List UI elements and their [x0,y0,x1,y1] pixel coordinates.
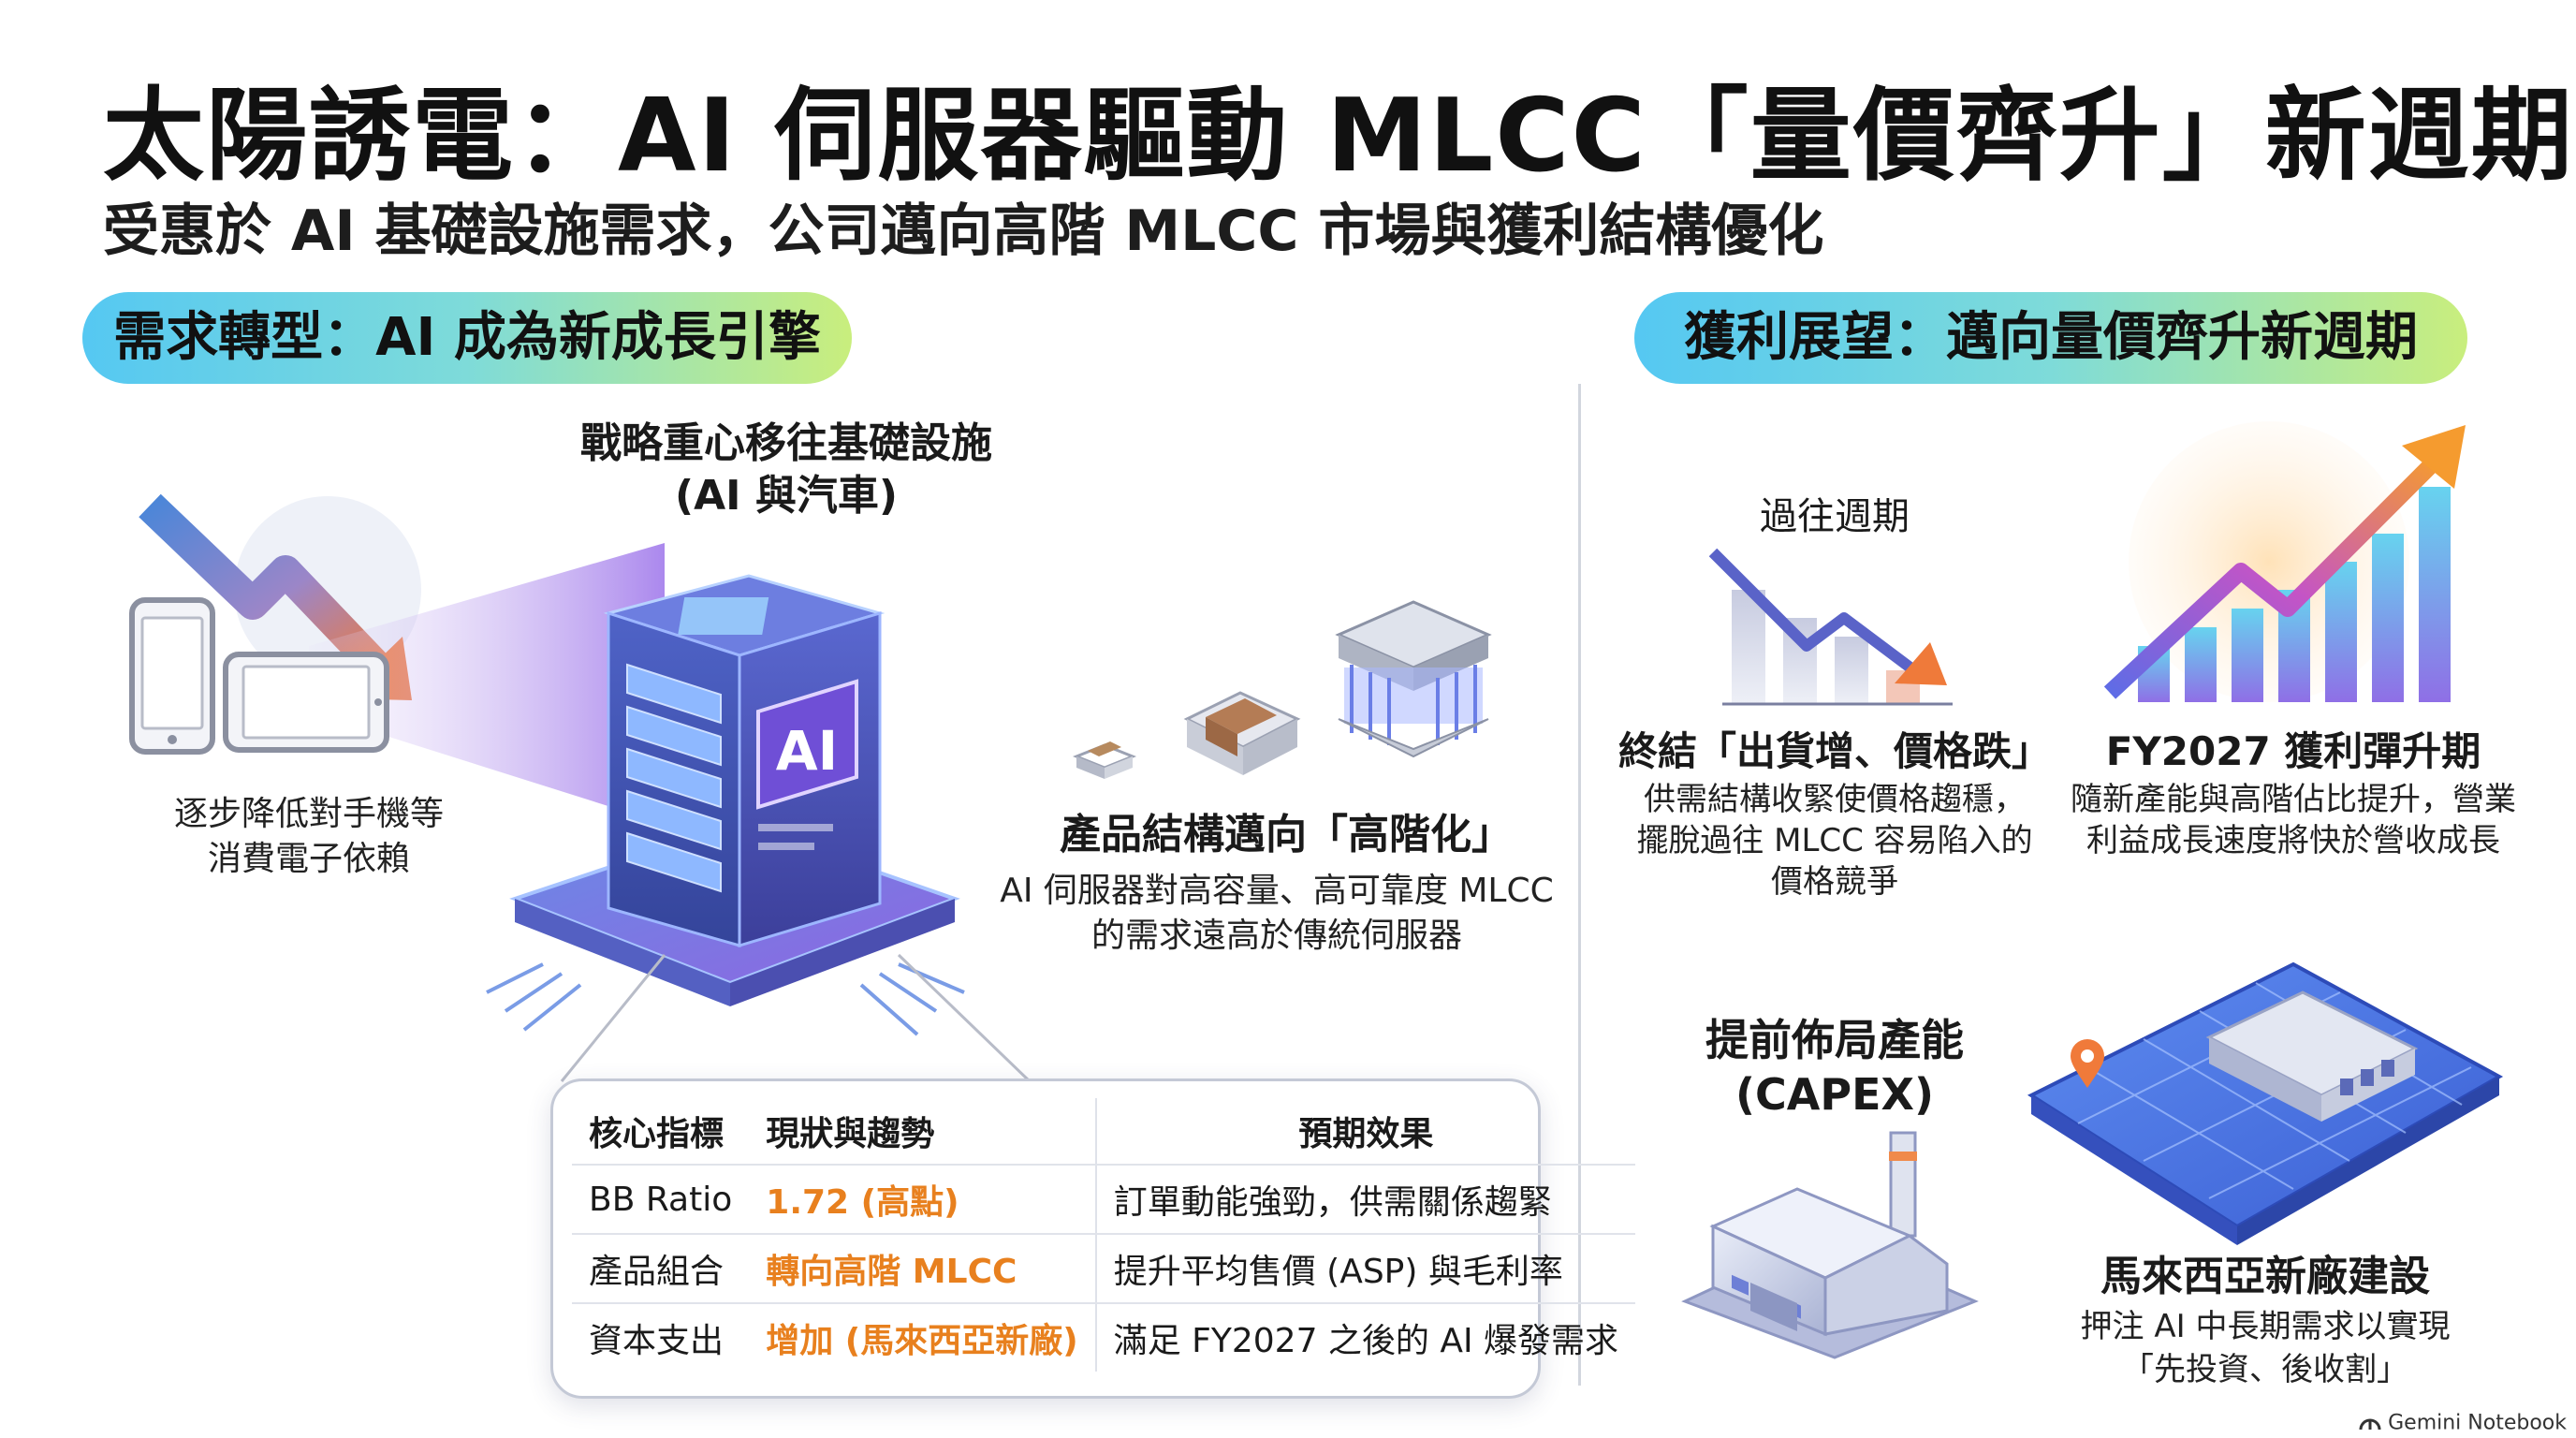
plant-desc-line1: 押注 AI 中長期需求以實現 [2080,1308,2451,1345]
footer-brand: Gemini Notebook [2359,1411,2567,1434]
capex-label-line1: 提前佈局產能 [1705,1015,1964,1065]
plant-desc-line2: 「先投資、後收割」 [2122,1351,2408,1388]
past-cycle-desc-line3: 價格競爭 [1771,863,1898,901]
past-cycle-desc-line2: 擺脫過往 MLCC 容易陷入的 [1636,822,2033,859]
phone-icon [129,597,215,755]
table-header: 核心指標 [572,1098,750,1166]
future-title: FY2027 獲利彈升期 [2105,728,2481,774]
plant-title: 馬來西亞新廠建設 [2100,1253,2430,1300]
strategy-label-line2: (AI 與汽車) [675,472,898,520]
section-header-profit: 獲利展望：邁向量價齊升新週期 [1634,292,2467,384]
table-header: 預期效果 [1095,1098,1636,1166]
declining-chart-icon [1708,548,1953,706]
table-cell-status: 轉向高階 MLCC [749,1234,1097,1304]
page-title: 太陽誘電：AI 伺服器驅動 MLCC「量價齊升」新週期 [103,78,2574,195]
mlcc-chip-icon [1072,600,1492,779]
table-row: 產品組合 轉向高階 MLCC 提升平均售價 (ASP) 與毛利率 [572,1234,1636,1304]
product-desc-line1: AI 伺服器對高容量、高可靠度 MLCC [1000,872,1554,910]
past-cycle-desc-line1: 供需結構收緊使價格趨穩， [1644,781,2026,818]
product-desc-line2: 的需求遠高於傳統伺服器 [1090,917,1462,955]
ai-server-icon: AI [486,543,965,1036]
future-desc-line1: 隨新產能與高階佔比提升，營業 [2071,781,2516,818]
table-cell-effect: 提升平均售價 (ASP) 與毛利率 [1095,1234,1636,1304]
footer-text: Gemini Notebook [2388,1411,2567,1434]
server-ai-badge: AI [776,719,838,783]
table-cell-effect: 滿足 FY2027 之後的 AI 爆發需求 [1113,1322,1619,1360]
notebook-logo-icon [2359,1418,2381,1430]
metrics-table-card: 核心指標 現狀與趨勢 預期效果 BB Ratio 1.72 (高點) 訂單動能強… [550,1078,1636,1399]
table-cell-metric: BB Ratio [572,1165,750,1235]
factory-icon [1681,1131,1979,1359]
callout-lines [560,953,1032,1083]
past-cycle-label: 過往週期 [1760,495,1910,538]
table-header: 現狀與趨勢 [749,1098,1097,1166]
growth-chart-icon [2103,421,2466,702]
metrics-table: 核心指標 現狀與趨勢 預期效果 BB Ratio 1.72 (高點) 訂單動能強… [572,1098,1636,1372]
table-cell-status: 增加 (馬來西亞新廠) [749,1303,1097,1372]
page-subtitle: 受惠於 AI 基礎設施需求，公司邁向高階 MLCC 市場與獲利結構優化 [103,198,1824,264]
section-header-demand: 需求轉型：AI 成為新成長引擎 [82,292,852,384]
table-header-row: 核心指標 現狀與趨勢 預期效果 [572,1098,1636,1166]
capex-label-line2: (CAPEX) [1734,1069,1934,1120]
table-cell-effect: 訂單動能強勁，供需關係趨緊 [1095,1165,1636,1235]
table-cell-metric: 資本支出 [589,1322,724,1360]
location-pin-icon [2071,1039,2104,1088]
strategy-label-line1: 戰略重心移往基礎設施 [580,419,992,467]
product-title: 產品結構邁向「高階化」 [1060,811,1513,858]
consumer-text-line1: 逐步降低對手機等 [173,795,444,833]
past-cycle-title: 終結「出貨增、價格跌」 [1617,728,2051,774]
site-plan-icon [2027,961,2504,1245]
tablet-icon [223,652,389,753]
consumer-text-line2: 消費電子依賴 [207,840,410,878]
table-row: BB Ratio 1.72 (高點) 訂單動能強勁，供需關係趨緊 [572,1165,1636,1235]
section-divider [1578,384,1581,1386]
table-cell-metric: 產品組合 [572,1234,750,1304]
table-cell-status: 1.72 (高點) [749,1165,1097,1235]
future-desc-line2: 利益成長速度將快於營收成長 [2086,822,2500,859]
table-row: 資本支出 增加 (馬來西亞新廠) 滿足 FY2027 之後的 AI 爆發需求 [572,1303,1635,1372]
